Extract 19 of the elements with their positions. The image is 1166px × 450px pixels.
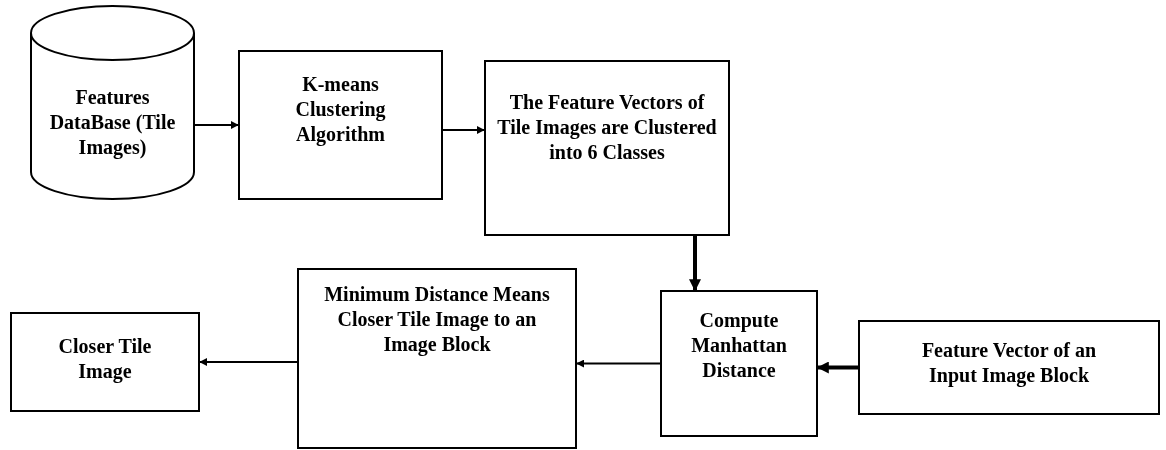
process-box [858,320,1160,415]
arrow [194,121,239,129]
process-box [10,312,200,412]
node-text: The Feature Vectors of Tile Images are Clustered into 6 Classes [496,90,718,165]
arrow [442,126,485,134]
process-box [297,268,577,449]
process-box [238,50,443,200]
node-text: Features DataBase (Tile Images) [48,85,177,160]
node-text: Minimum Distance Means Closer Tile Image to an Image Block [323,282,551,357]
node-text: Closer Tile Image [57,334,153,384]
process-box [484,60,730,236]
node-text: K-means Clustering Algorithm [294,72,387,147]
arrow [689,236,701,292]
process-box [660,290,818,437]
arrow [576,359,661,368]
node-text: Compute Manhattan Distance [690,308,788,383]
arrow [199,358,298,366]
database-cylinder [30,5,195,200]
node-text: Feature Vector of an Input Image Block [920,338,1098,388]
